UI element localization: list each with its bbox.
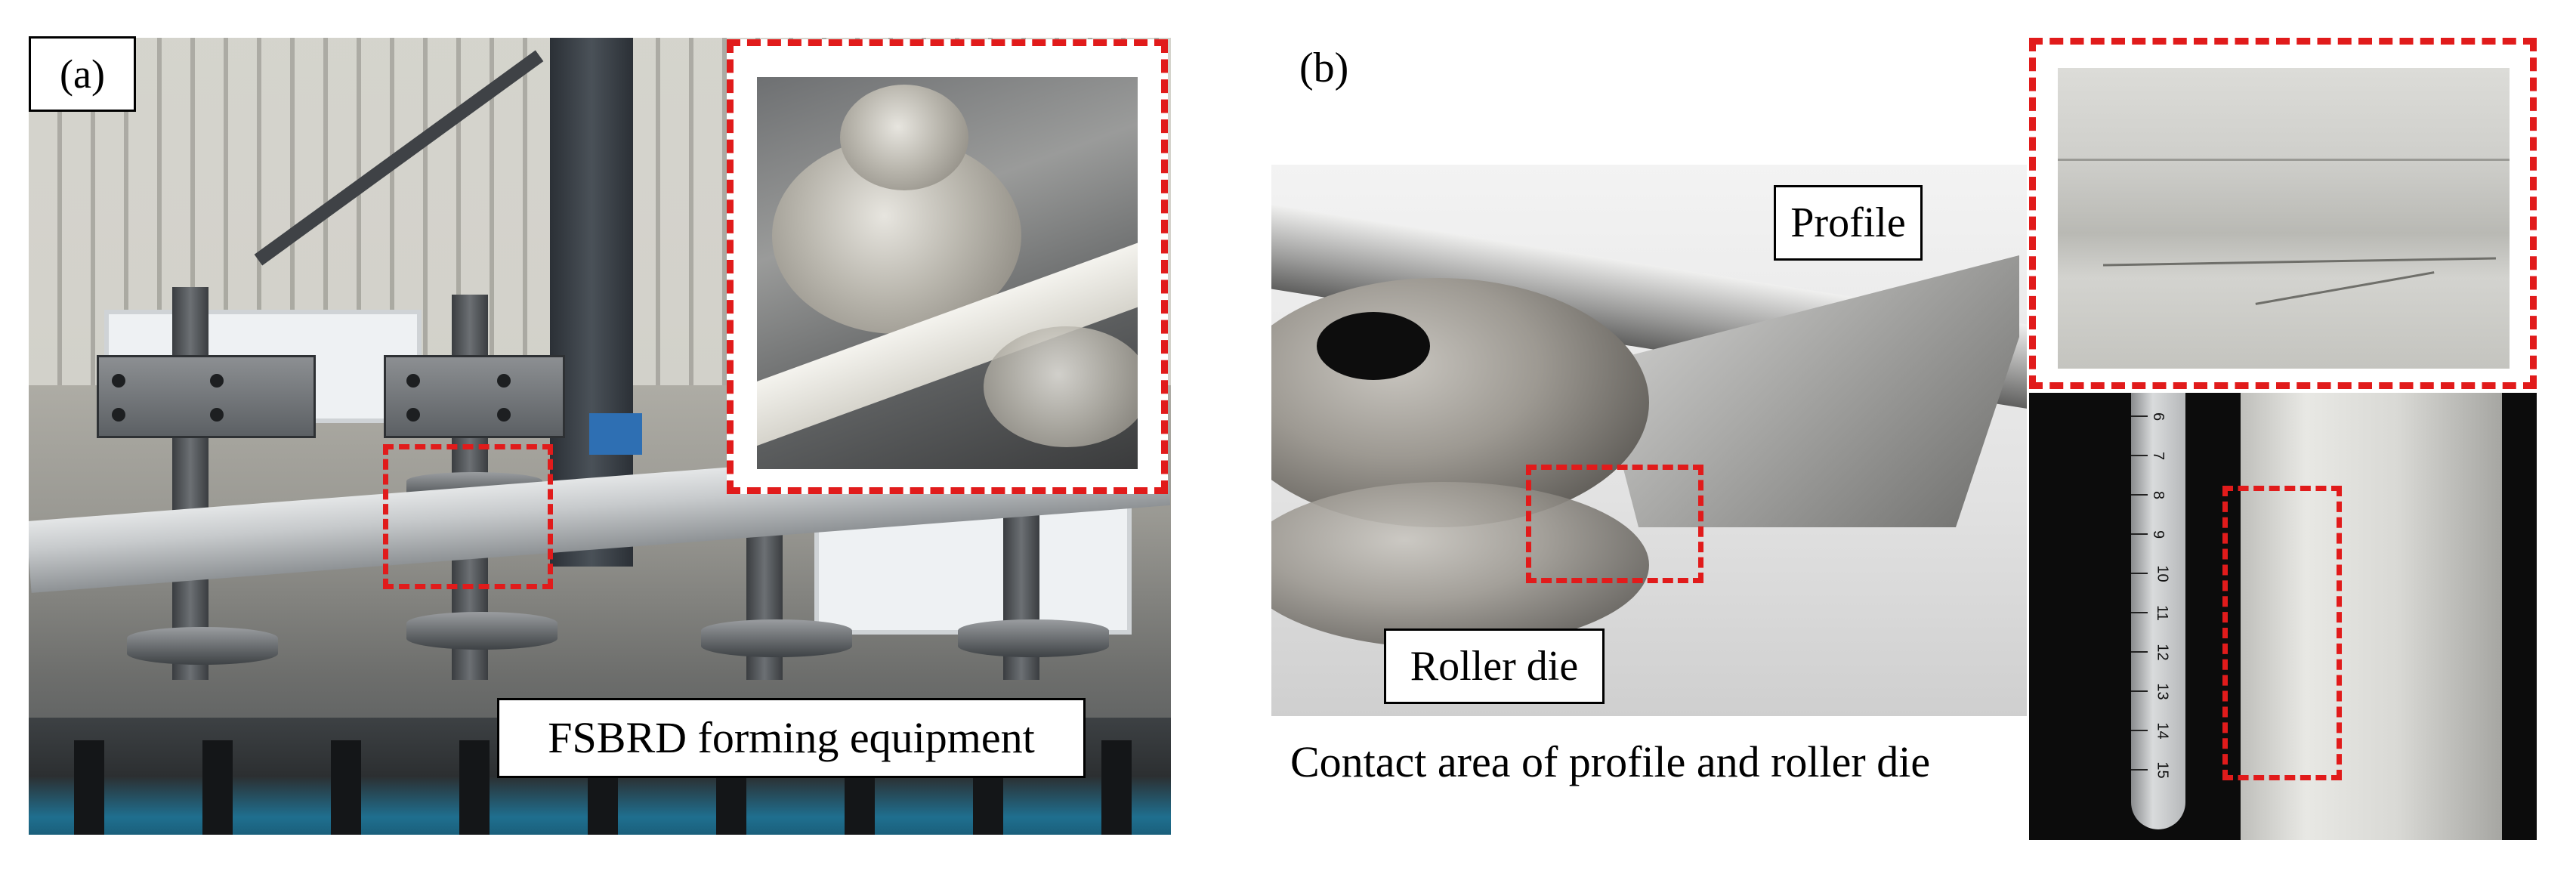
roller-hub <box>840 85 968 190</box>
contact-area-caption: Contact area of profile and roller die <box>1290 737 1931 786</box>
bolt <box>210 408 224 422</box>
closeup-photo <box>757 77 1138 469</box>
panel-b-label: (b) <box>1299 45 1349 91</box>
bolt <box>497 408 511 422</box>
roller-die-label: Roller die <box>1384 628 1605 704</box>
ruler-number: 14 <box>2154 722 2171 740</box>
roller-stand <box>172 287 208 680</box>
ruler-number: 11 <box>2153 605 2170 621</box>
ruler-number: 10 <box>2154 565 2171 582</box>
scratch-line <box>2103 257 2496 267</box>
surface-closeup-photo <box>2058 68 2510 369</box>
ruler-number: 13 <box>2154 683 2171 700</box>
bed-slot <box>74 740 104 835</box>
ruler-number: 12 <box>2154 644 2171 661</box>
steel-ruler: 6 7 8 9 10 11 12 13 14 15 <box>2131 393 2185 829</box>
flange-plate <box>984 326 1138 447</box>
ruler-number: 7 <box>2150 451 2167 461</box>
profile-label: Profile <box>1774 185 1923 261</box>
ruler-tick <box>2131 573 2148 574</box>
ruler-tick <box>2131 455 2148 456</box>
highlight-box-scratch <box>2222 486 2342 780</box>
bolt <box>406 374 420 388</box>
ruler-number: 8 <box>2150 490 2167 500</box>
roller-disc <box>127 627 278 665</box>
equipment-closeup-inset <box>727 39 1168 494</box>
equipment-caption: FSBRD forming equipment <box>497 698 1086 778</box>
blue-sign <box>589 413 642 455</box>
ruler-tick <box>2131 769 2148 771</box>
ruler-tick <box>2131 494 2148 496</box>
bed-slot <box>331 740 361 835</box>
ruler-tick <box>2131 651 2148 653</box>
ruler-number: 15 <box>2154 761 2171 779</box>
highlight-box-equipment <box>383 444 553 589</box>
bed-slot <box>202 740 233 835</box>
bolt <box>406 408 420 422</box>
ruler-tick <box>2131 415 2148 417</box>
roller-profile-photo <box>1271 165 2027 716</box>
surface-closeup-inset <box>2029 38 2537 389</box>
roller-bore <box>1317 312 1430 380</box>
roller-disc <box>406 612 558 650</box>
ruler-tick <box>2131 533 2148 535</box>
bolt <box>210 374 224 388</box>
roller-disc <box>701 619 852 657</box>
clamp-block <box>97 355 316 438</box>
ruler-tick <box>2131 730 2148 731</box>
bolt <box>112 374 125 388</box>
bed-slot <box>459 740 490 835</box>
ruler-tick <box>2131 612 2148 613</box>
clamp-block <box>384 355 565 438</box>
bolt <box>112 408 125 422</box>
highlight-box-contact-area <box>1526 465 1703 583</box>
roller-die-base <box>1271 482 1649 648</box>
bed-slot <box>1101 740 1132 835</box>
scratch-line <box>2058 159 2510 161</box>
bolt <box>497 374 511 388</box>
ruler-photo: 6 7 8 9 10 11 12 13 14 15 <box>2029 393 2537 840</box>
ruler-number: 6 <box>2150 412 2167 422</box>
ruler-tick <box>2131 690 2148 692</box>
panel-a-label: (a) <box>29 36 136 112</box>
roller-disc <box>958 619 1109 657</box>
scratch-line <box>2255 271 2435 305</box>
ruler-number: 9 <box>2150 530 2167 539</box>
profile-surface <box>2241 393 2502 840</box>
